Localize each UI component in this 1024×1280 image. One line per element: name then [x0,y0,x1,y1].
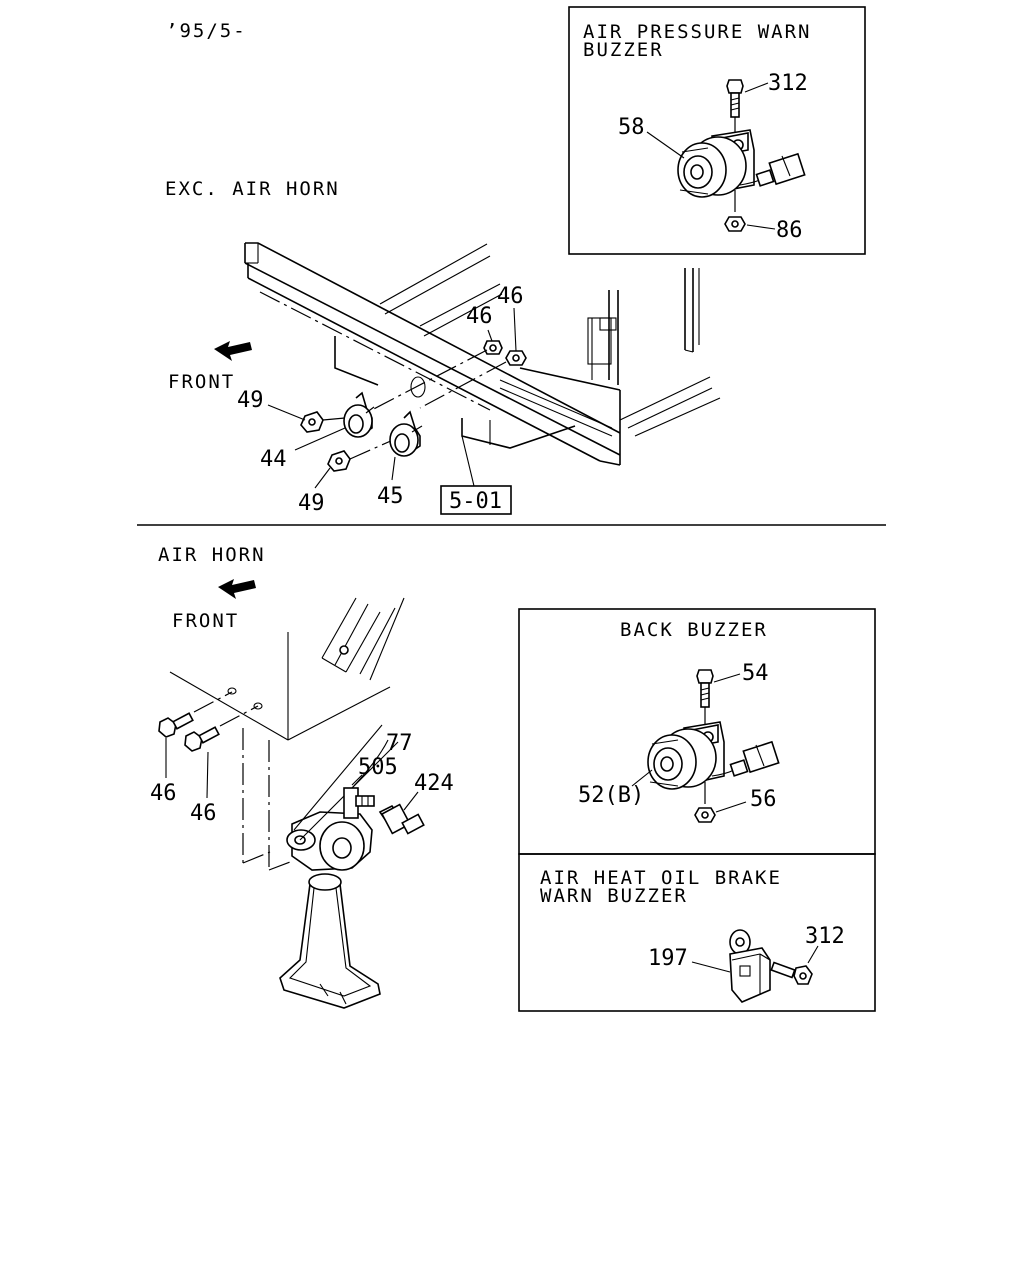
callout-44: 44 [260,447,287,472]
callout-197: 197 [648,946,688,971]
inset-title: BACK BUZZER [620,619,768,641]
inset-title-line1: AIR PRESSURE WARN [583,21,811,43]
bracket-bolt-icon [158,691,233,738]
connector-icon [711,740,780,777]
date-code: ’95/5- [166,20,247,42]
inset-title-line2: WARN BUZZER [540,885,688,907]
callout-424: 424 [414,771,454,796]
callout-45: 45 [377,484,404,509]
callout-56: 56 [750,787,777,812]
callout-46-c: 46 [150,781,177,806]
warn-buzzer-icon [729,929,771,1003]
callout-49-a: 49 [237,388,264,413]
mounting-hole [410,376,426,398]
connector-icon [739,152,806,187]
reference-box [440,485,512,515]
air-horn-icon [279,811,381,1009]
callout-46-b: 46 [497,284,524,309]
front-arrow-icon [218,579,256,599]
callout-312-b: 312 [805,924,845,949]
inset-frame [568,6,866,255]
front-arrow-icon [214,341,252,361]
callout-312: 312 [768,71,808,96]
body-panel [169,597,405,871]
buzzer-icon [677,129,755,198]
inset-title-line1: AIR HEAT OIL BRAKE [540,867,782,889]
fitting-icon [343,787,375,819]
callout-86: 86 [776,218,803,243]
bolt-icon [696,669,714,708]
section-title-air-horn: AIR HORN [158,544,266,566]
bolt-icon [770,961,813,985]
inset-frame [518,853,876,1012]
callout-58: 58 [618,115,645,140]
inset-title-line2: BUZZER [583,39,664,61]
horn-bolt-icon [505,350,527,366]
buzzer-icon [647,721,725,790]
inset-back-buzzer: BACK BUZZER 54 52(B) [518,608,876,855]
callout-54: 54 [742,661,769,686]
callout-49-b: 49 [298,491,325,516]
callout-46-a: 46 [466,304,493,329]
frame-rail [244,242,721,466]
horn-bolt-icon [483,340,503,355]
front-label: FRONT [172,610,239,632]
callout-505: 505 [358,755,398,780]
section-title-exc-air-horn: EXC. AIR HORN [165,178,340,200]
callout-77: 77 [386,731,413,756]
reference-label: 5-01 [449,489,502,514]
bolt-icon [726,79,744,118]
bracket-bolt-icon [184,705,259,752]
front-label: FRONT [168,371,235,393]
electric-horn-icon [389,410,423,457]
inset-air-pressure-warn-buzzer: AIR PRESSURE WARN BUZZER 312 58 [568,6,866,255]
inset-air-heat-oil-brake-warn-buzzer: AIR HEAT OIL BRAKE WARN BUZZER 197 312 [518,853,876,1012]
callout-52b: 52(B) [578,783,644,808]
electric-horn-icon [343,391,375,438]
adapter-icon [378,803,425,835]
callout-46-d: 46 [190,801,217,826]
